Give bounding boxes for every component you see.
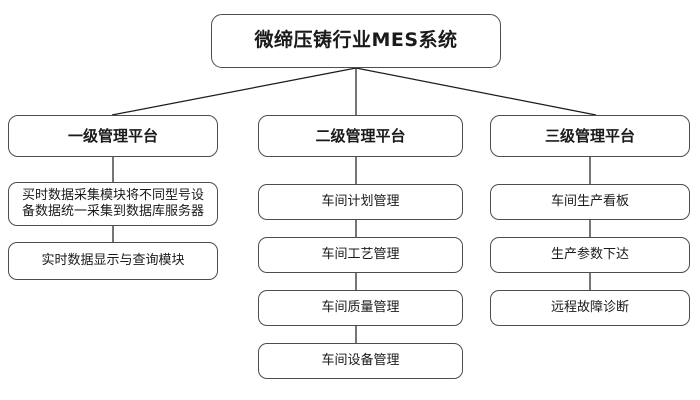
leaf-node-label: 车间计划管理 — [321, 194, 400, 210]
platform-node-label: 一级管理平台 — [67, 126, 158, 145]
leaf-node-col1-item-3[interactable]: 车间设备管理 — [258, 343, 463, 379]
platform-node-level-3[interactable]: 三级管理平台 — [490, 115, 690, 157]
leaf-node-col1-item-2[interactable]: 车间质量管理 — [258, 290, 463, 326]
connector-root-to-col2 — [355, 67, 597, 116]
leaf-node-label: 车间设备管理 — [321, 353, 400, 369]
leaf-node-label: 车间工艺管理 — [321, 247, 400, 263]
leaf-node-col0-item-1[interactable]: 实时数据显示与查询模块 — [8, 242, 218, 280]
leaf-node-col0-item-0[interactable]: 买时数据采集模块将不同型号设 备数据统一采集到数据库服务器 — [8, 182, 218, 226]
platform-node-level-2[interactable]: 二级管理平台 — [258, 115, 463, 157]
connector-root-to-col0 — [111, 67, 357, 116]
leaf-node-col2-item-2[interactable]: 远程故障诊断 — [490, 290, 690, 326]
leaf-node-col1-item-0[interactable]: 车间计划管理 — [258, 184, 463, 220]
leaf-node-col1-item-1[interactable]: 车间工艺管理 — [258, 237, 463, 273]
leaf-node-col2-item-0[interactable]: 车间生产看板 — [490, 184, 690, 220]
leaf-node-col2-item-1[interactable]: 生产参数下达 — [490, 237, 690, 273]
leaf-node-label: 买时数据采集模块将不同型号设 备数据统一采集到数据库服务器 — [21, 188, 204, 219]
root-node-mes-system[interactable]: 微缔压铸行业MES系统 — [211, 14, 501, 68]
leaf-node-label: 实时数据显示与查询模块 — [41, 253, 185, 269]
platform-node-label: 三级管理平台 — [544, 126, 635, 145]
leaf-node-label: 远程故障诊断 — [550, 300, 629, 316]
leaf-node-label: 生产参数下达 — [550, 247, 629, 263]
platform-node-level-1[interactable]: 一级管理平台 — [8, 115, 218, 157]
leaf-node-label: 车间质量管理 — [321, 300, 400, 316]
root-node-label: 微缔压铸行业MES系统 — [254, 29, 458, 52]
platform-node-label: 二级管理平台 — [315, 126, 406, 145]
leaf-node-label: 车间生产看板 — [550, 194, 629, 210]
